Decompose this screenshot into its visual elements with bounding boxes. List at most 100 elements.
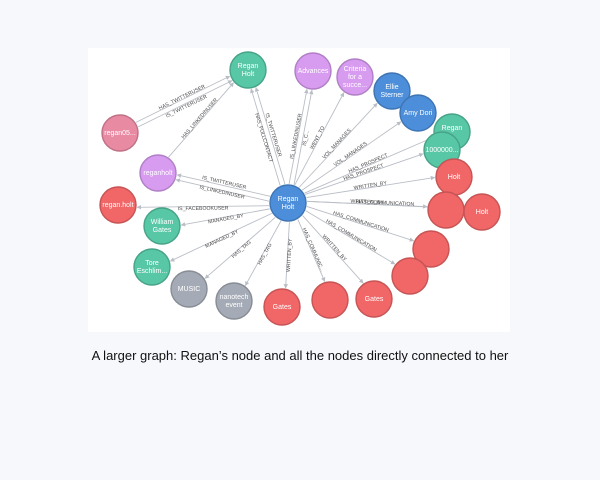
node-n14[interactable] (311, 281, 349, 319)
node-circle[interactable] (99, 186, 137, 224)
node-label: Regan (442, 125, 463, 132)
figure-caption: A larger graph: Regan’s node and all the… (91, 348, 509, 363)
edge-8[interactable] (304, 136, 434, 194)
node-circle[interactable] (311, 281, 349, 319)
edge-19[interactable] (204, 217, 276, 279)
node-circle[interactable] (139, 154, 177, 192)
edge-label: WRITTEN_BY (321, 234, 348, 263)
edge-17[interactable] (283, 222, 290, 289)
node-label: reganholt (143, 170, 172, 177)
edge-label: IS_LINKEDINUSER (289, 113, 304, 160)
edge-2[interactable] (254, 87, 286, 185)
node-n8[interactable]: Holt (435, 158, 473, 196)
node-label: for a (348, 74, 362, 81)
node-n9[interactable] (427, 191, 465, 229)
node-circle[interactable] (294, 52, 332, 90)
node-label: Eschlim... (137, 268, 167, 275)
node-label: Holt (242, 71, 255, 78)
node-circle[interactable] (391, 257, 429, 295)
node-circle[interactable] (355, 280, 393, 318)
edge-24[interactable] (176, 173, 271, 197)
edge-label: WRITTEN_BY (353, 180, 387, 191)
node-label: Holt (448, 174, 461, 181)
node-circle[interactable] (133, 248, 171, 286)
edge-5[interactable] (294, 92, 345, 186)
edge-26[interactable] (137, 80, 233, 128)
node-circle[interactable] (373, 72, 411, 110)
edge-label: HAS_TAG (231, 240, 253, 260)
edge-label: MANAGED_BY (208, 213, 245, 225)
node-circle[interactable] (412, 230, 450, 268)
edge-9[interactable] (305, 153, 424, 195)
node-circle[interactable] (336, 58, 374, 96)
node-circle[interactable] (463, 193, 501, 231)
edge-14[interactable] (305, 210, 396, 265)
edge-13[interactable] (306, 206, 415, 242)
edge-label: HAS_TAG (257, 242, 274, 266)
node-label: regan.holt (102, 202, 133, 209)
edge-4[interactable] (293, 89, 314, 185)
edge-10[interactable] (306, 175, 436, 199)
node-circle[interactable] (263, 288, 301, 326)
node-n13[interactable]: Gates (355, 280, 393, 318)
node-label: Gates (153, 227, 172, 234)
node-n12[interactable] (391, 257, 429, 295)
edge-label: MANAGED_BY (204, 229, 240, 250)
node-label: Gates (365, 296, 384, 303)
edge-3[interactable] (288, 88, 309, 184)
node-label: Criteria (344, 66, 367, 73)
node-n10[interactable]: Holt (463, 193, 501, 231)
node-circle[interactable] (170, 270, 208, 308)
edge-label: WENT_TO (309, 125, 326, 150)
node-label: Holt (282, 204, 295, 211)
node-label: succe... (343, 82, 367, 89)
edge-22[interactable] (136, 204, 270, 210)
edge-20[interactable] (169, 212, 273, 262)
edge-16[interactable] (297, 219, 326, 282)
edge-label: IS_C... (302, 130, 311, 147)
node-circle[interactable] (229, 51, 267, 89)
node-label: Regan (278, 196, 299, 203)
node-circle[interactable] (427, 191, 465, 229)
edge-21[interactable] (180, 208, 270, 227)
node-circle[interactable] (143, 207, 181, 245)
node-circle[interactable] (215, 282, 253, 320)
edge-7[interactable] (301, 121, 402, 191)
node-n22[interactable]: regan05... (101, 114, 139, 152)
node-n18[interactable]: ToreEschlim... (133, 248, 171, 286)
edge-label: HAS_COMMUNIC... (301, 227, 325, 273)
node-n11[interactable] (412, 230, 450, 268)
edge-27[interactable] (168, 82, 234, 158)
node-circle[interactable] (399, 94, 437, 132)
edge-18[interactable] (244, 220, 282, 286)
node-label: Advances (298, 68, 329, 75)
edge-15[interactable] (302, 215, 364, 284)
node-n20[interactable]: regan.holt (99, 186, 137, 224)
node-label: Holt (476, 209, 489, 216)
edge-label: IS_FACEBOOKUSER (178, 206, 229, 213)
node-n5[interactable]: Amy Dori (399, 94, 437, 132)
node-circle[interactable] (269, 184, 307, 222)
node-circle[interactable] (101, 114, 139, 152)
edge-1[interactable] (250, 88, 281, 186)
node-n17[interactable]: MUSIC (170, 270, 208, 308)
edge-23[interactable] (175, 178, 270, 202)
edge-label: HAS_COMMUNICATION (356, 199, 415, 208)
node-n15[interactable]: Gates (263, 288, 301, 326)
node-n2[interactable]: Advances (294, 52, 332, 90)
edge-25[interactable] (135, 75, 231, 123)
node-label: 1000000... (425, 147, 458, 154)
edge-6[interactable] (298, 102, 378, 188)
node-label: Tore (145, 260, 159, 267)
node-n21[interactable]: reganholt (139, 154, 177, 192)
